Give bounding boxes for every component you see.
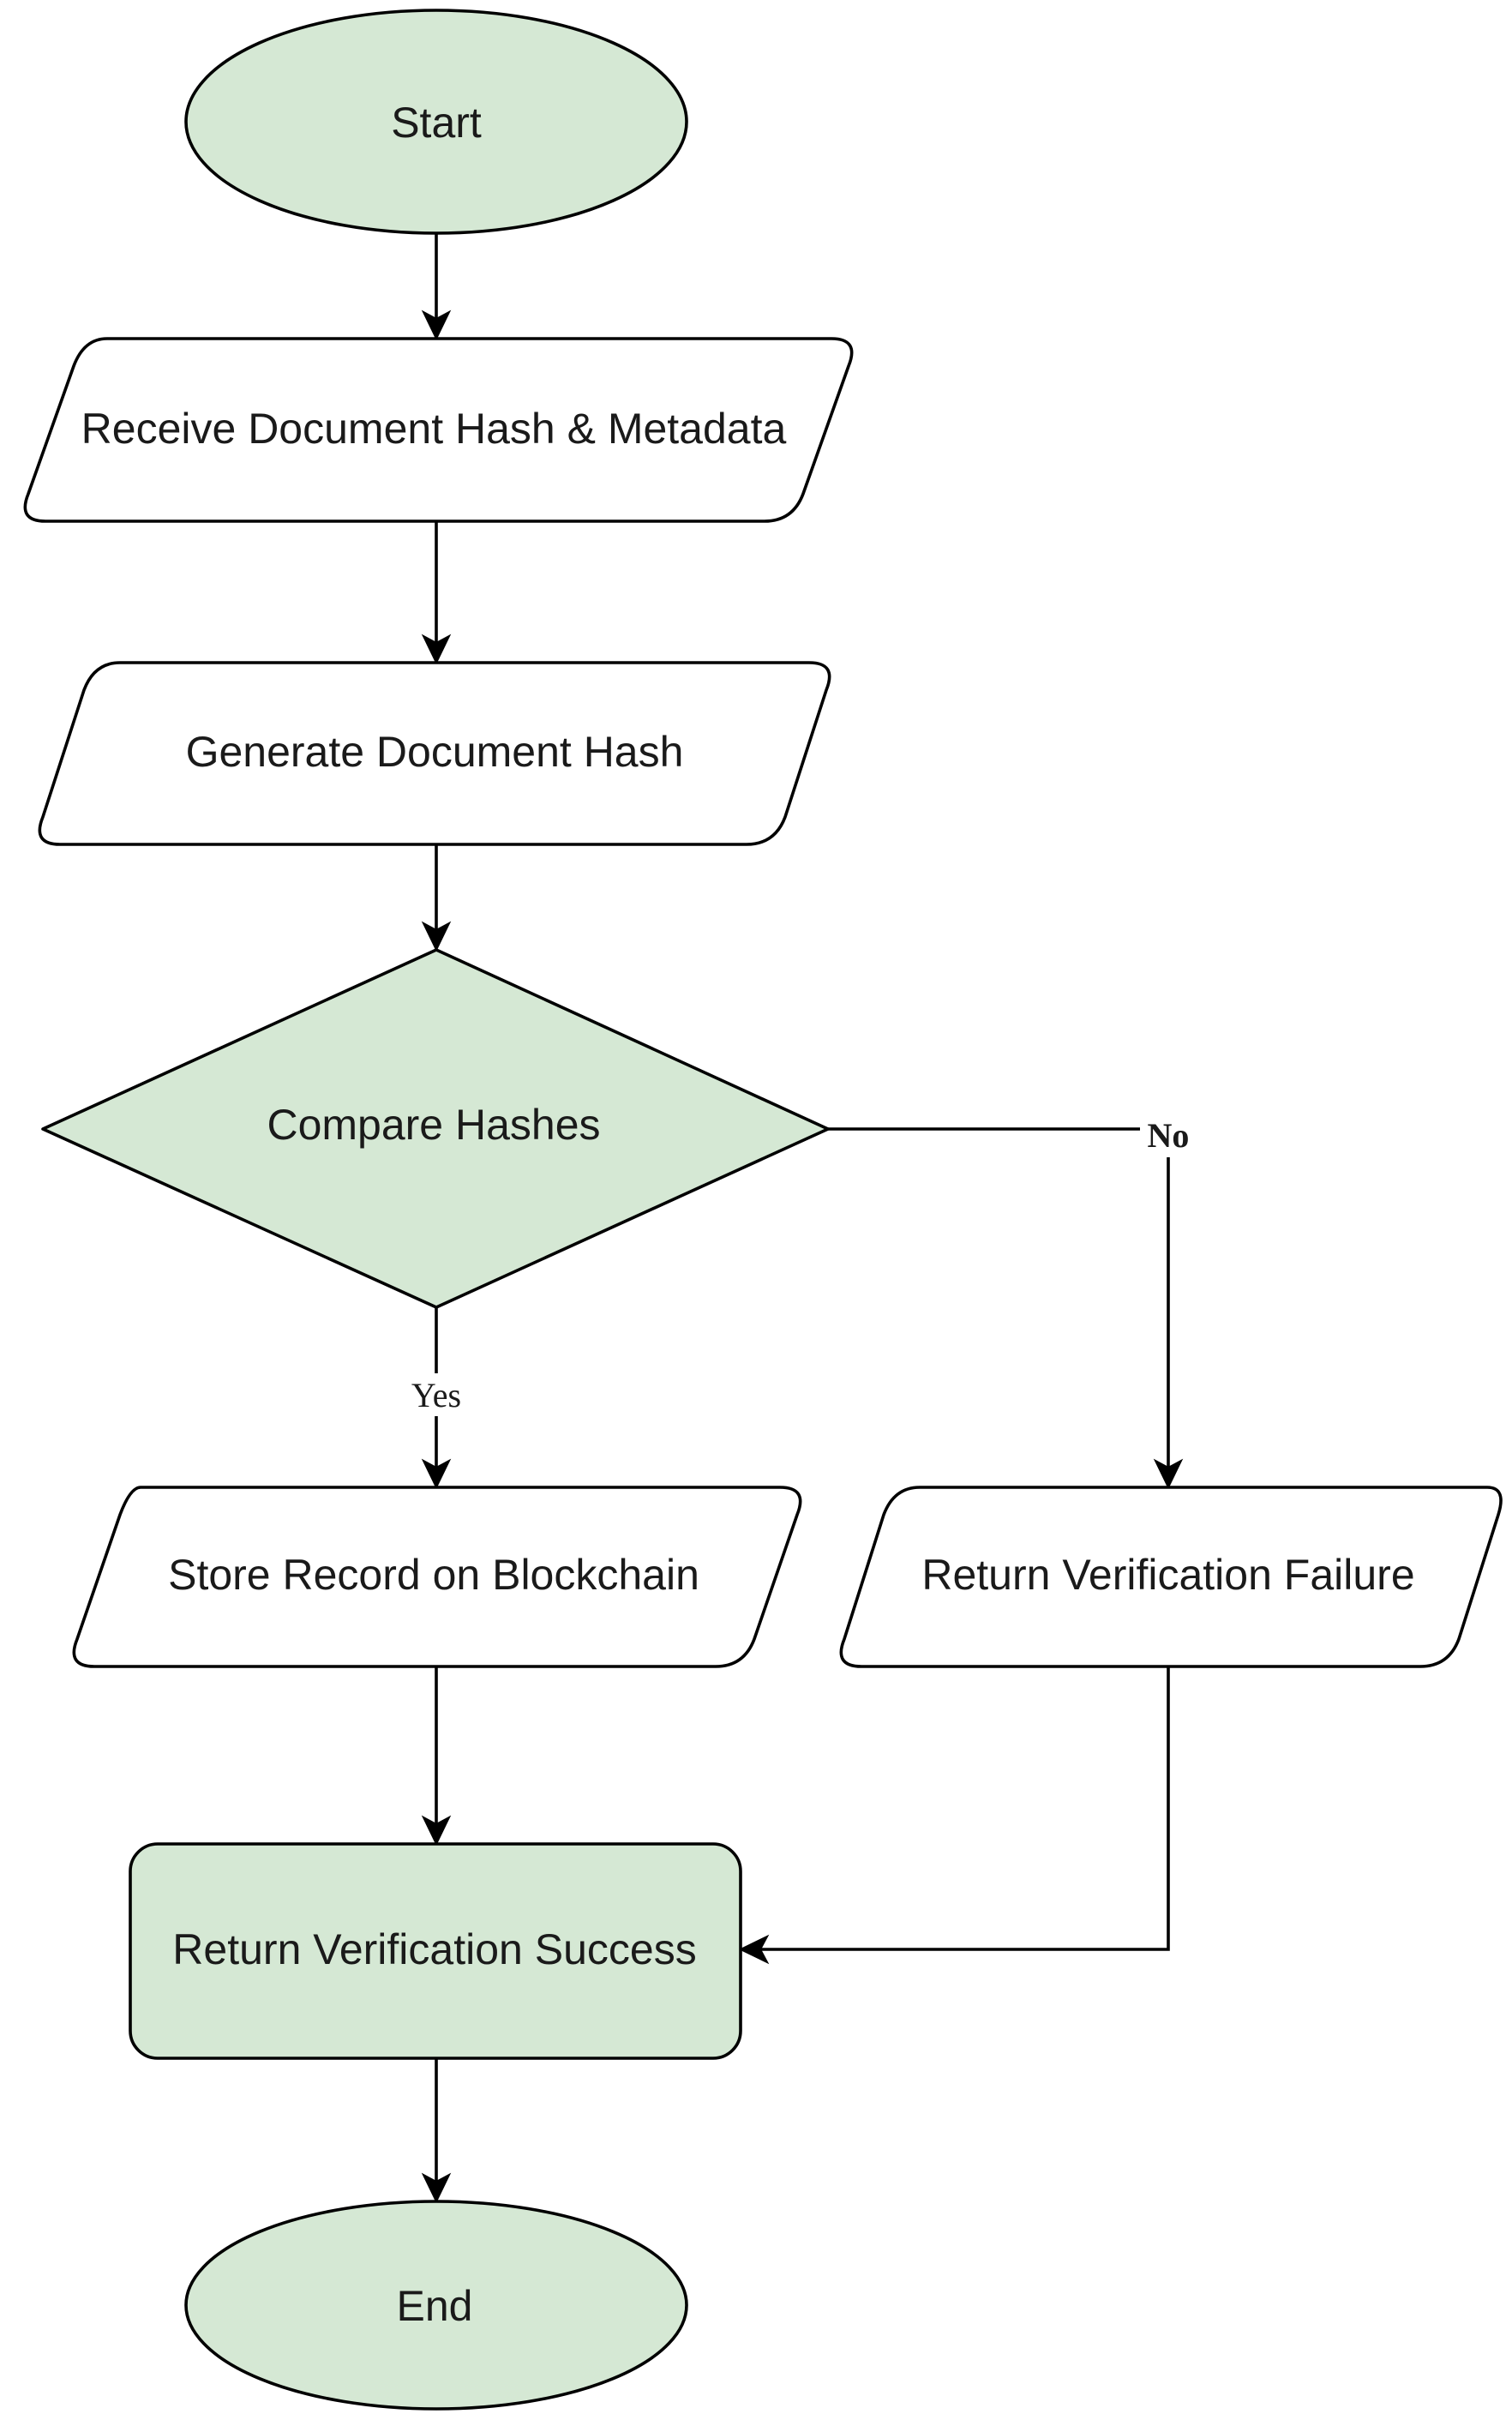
edge-success-to-end xyxy=(421,2058,452,2204)
edge-store-to-success xyxy=(421,1666,452,1847)
arrow-head xyxy=(1153,1458,1184,1490)
edges: Yes No xyxy=(403,233,1197,2204)
arrow-head xyxy=(421,309,452,341)
verification-failure-node: Return Verification Failure xyxy=(839,1486,1503,1668)
end-node: End xyxy=(184,2200,688,2411)
generate-hash-node-shape xyxy=(38,661,831,846)
arrow-head xyxy=(421,921,452,952)
arrow-head xyxy=(421,634,452,665)
edge-generate-to-compare xyxy=(421,844,452,952)
end-node-label: End xyxy=(397,2282,473,2330)
receive-hash-node-label: Receive Document Hash & Metadata xyxy=(81,405,787,453)
generate-hash-node: Generate Document Hash xyxy=(38,661,831,846)
store-record-node-label: Store Record on Blockchain xyxy=(168,1551,699,1599)
edge-label-no: No xyxy=(1148,1116,1190,1155)
edge-compare-to-failure-no: No xyxy=(828,1114,1197,1490)
store-record-node-shape xyxy=(72,1486,802,1668)
receive-hash-node-shape xyxy=(23,337,854,523)
edge-failure-to-success xyxy=(738,1666,1170,1965)
nodes: Start Receive Document Hash & Metadata G… xyxy=(23,9,1503,2411)
edge-receive-to-generate xyxy=(421,521,452,665)
edge-start-to-receive xyxy=(421,233,452,341)
compare-hashes-node-label: Compare Hashes xyxy=(267,1101,600,1149)
verification-success-node-label: Return Verification Success xyxy=(172,1925,696,1973)
start-node-shape xyxy=(184,9,688,235)
store-record-node: Store Record on Blockchain xyxy=(72,1486,802,1668)
verification-success-node-shape xyxy=(129,1842,742,2060)
start-node: Start xyxy=(184,9,688,235)
verification-success-node: Return Verification Success xyxy=(129,1842,742,2060)
receive-hash-node: Receive Document Hash & Metadata xyxy=(23,337,854,523)
verification-failure-node-label: Return Verification Failure xyxy=(921,1551,1414,1599)
edge-compare-to-store-yes: Yes xyxy=(403,1307,470,1490)
arrow-head xyxy=(738,1934,770,1965)
edge-label-yes: Yes xyxy=(411,1376,461,1414)
verification-failure-node-shape xyxy=(839,1486,1503,1668)
arrow-head xyxy=(421,1815,452,1847)
compare-hashes-node: Compare Hashes xyxy=(41,948,830,1309)
end-node-shape xyxy=(184,2200,688,2411)
generate-hash-node-label: Generate Document Hash xyxy=(186,728,684,776)
arrow-head xyxy=(421,1458,452,1490)
arrow-head xyxy=(421,2172,452,2204)
compare-hashes-node-shape xyxy=(41,948,830,1309)
start-node-label: Start xyxy=(391,99,482,147)
